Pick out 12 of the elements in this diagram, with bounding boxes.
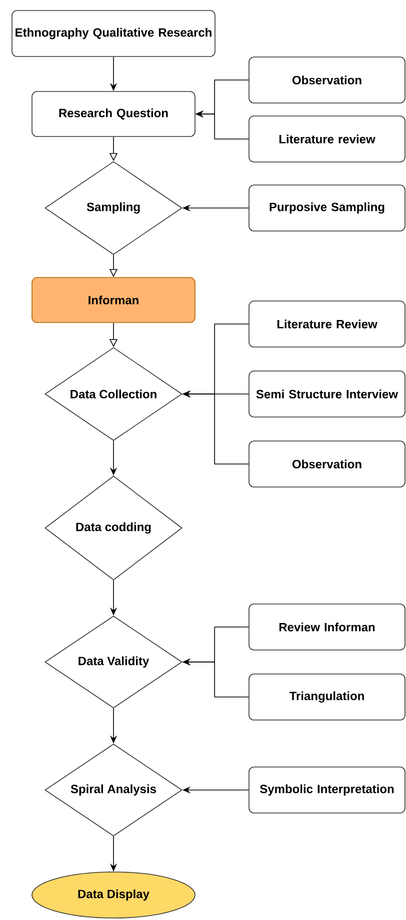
input-box: Semi Structure Interview xyxy=(248,370,406,418)
input-box: Observation xyxy=(248,440,406,488)
input-box: Literature Review xyxy=(248,300,406,348)
input-box: Observation xyxy=(248,56,406,104)
input-box: Symbolic Interpretation xyxy=(248,766,406,814)
process-box: Informan xyxy=(32,277,196,323)
input-box: Review Informan xyxy=(248,604,406,650)
process-box: Research Question xyxy=(32,91,196,137)
input-box: Triangulation xyxy=(248,674,406,720)
process-box: Ethnography Qualitative Research xyxy=(12,10,216,57)
input-box: Literature review xyxy=(248,116,406,162)
input-box: Purposive Sampling xyxy=(248,184,406,232)
